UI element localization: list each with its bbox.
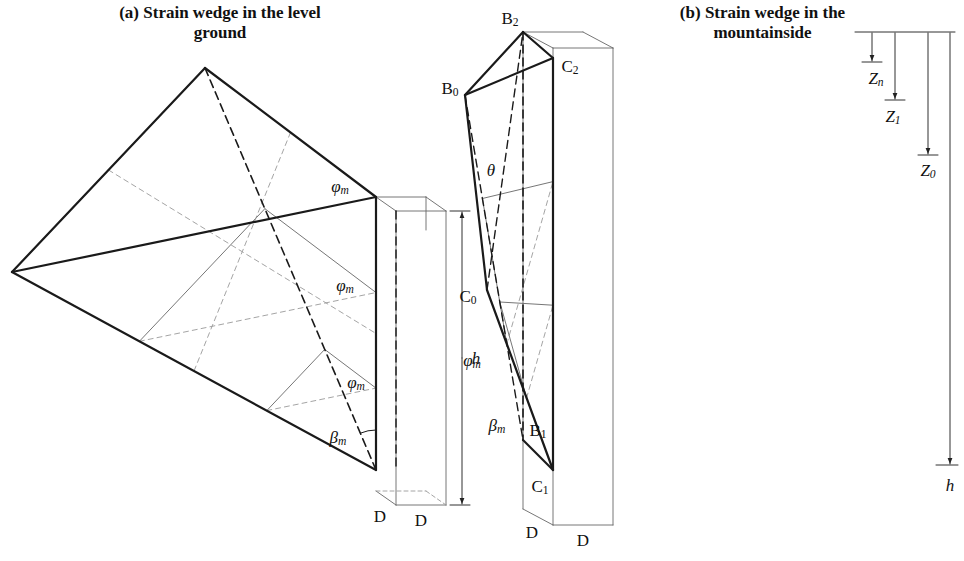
pile-outline	[376, 197, 426, 198]
wedge-line	[465, 95, 487, 290]
point-label: θ	[486, 161, 496, 180]
section-hidden-line	[527, 305, 553, 398]
dimension-tick	[918, 155, 938, 156]
subscript: 0	[930, 168, 936, 181]
panel-title: (b) Strain wedge in the mountainside	[650, 3, 875, 44]
angle-arc	[360, 430, 376, 433]
pile-outline	[376, 491, 396, 505]
dimension-label: Z1	[884, 107, 901, 126]
pile-outline	[396, 505, 446, 506]
subscript: 1	[543, 484, 549, 497]
panel-title: (a) Strain wedge in the level ground	[115, 3, 325, 44]
dimension-line	[872, 33, 873, 61]
subscript: m	[497, 423, 505, 436]
point-label: φm	[335, 276, 355, 295]
wedge-line	[523, 440, 553, 470]
pile-outline	[426, 197, 446, 211]
dimension-label: h	[945, 476, 956, 495]
wedge-line	[487, 290, 553, 470]
wedge-line	[12, 272, 376, 470]
pile-hidden-edge	[376, 491, 426, 492]
dimension-line	[950, 33, 951, 464]
wedge-line	[465, 32, 523, 95]
dimension-label: D	[576, 531, 590, 550]
wedge-line	[12, 68, 205, 272]
dimension-label: D	[525, 523, 539, 542]
wedge-hidden-edge	[465, 95, 523, 440]
subscript: 2	[573, 64, 579, 77]
dimension-label: D	[414, 511, 428, 530]
pile-hidden-edge	[426, 491, 446, 505]
wedge-line	[465, 58, 553, 95]
dimension-tick	[936, 465, 958, 466]
section-line	[500, 302, 553, 305]
wedge-hidden-edge	[205, 68, 376, 470]
dimension-tick	[862, 62, 882, 63]
subscript: 0	[453, 86, 459, 99]
wedge-line	[552, 58, 554, 470]
point-label: B1	[528, 421, 547, 440]
pile-outline	[553, 48, 554, 525]
point-label: φm	[462, 351, 482, 370]
section-line	[265, 209, 376, 293]
dimension-label: Zn	[867, 69, 884, 88]
section-line	[482, 182, 553, 199]
pile-outline	[523, 32, 583, 33]
point-label: C1	[530, 477, 549, 496]
pile-outline	[553, 525, 613, 526]
section-line	[482, 199, 506, 345]
wedge-line	[375, 197, 377, 470]
point-label: C0	[458, 287, 477, 306]
wedge-line	[523, 32, 553, 58]
pile-outline	[426, 197, 427, 230]
point-label: βm	[329, 428, 348, 447]
pile-outline	[446, 211, 447, 505]
dimension-tick	[885, 100, 905, 101]
subscript: m	[357, 380, 365, 393]
section-hidden-line	[507, 182, 553, 344]
dimension-tick	[855, 32, 955, 33]
dimension-line	[895, 33, 896, 99]
point-label: φm	[346, 373, 366, 392]
dimension-tick	[450, 211, 470, 212]
section-line	[267, 349, 325, 410]
wedge-line	[205, 68, 376, 197]
pile-outline	[523, 32, 524, 509]
point-label: βm	[488, 416, 507, 435]
pile-outline	[613, 48, 614, 525]
dimension-tick	[450, 505, 470, 506]
pile-outline	[583, 32, 613, 48]
section-hidden-line	[194, 133, 291, 372]
point-label: φm	[330, 177, 350, 196]
section-hidden-line	[139, 293, 376, 342]
pile-outline	[376, 197, 396, 211]
subscript: 1	[895, 114, 901, 127]
point-label: B2	[500, 9, 519, 28]
subscript: m	[338, 435, 346, 448]
point-label: C2	[560, 57, 579, 76]
pile-outline	[396, 211, 446, 212]
subscript: m	[346, 283, 354, 296]
pile-outline	[396, 211, 397, 505]
subscript: 1	[541, 428, 547, 441]
dimension-label: D	[373, 507, 387, 526]
pile-outline	[553, 48, 613, 49]
subscript: 2	[513, 16, 519, 29]
point-label: B0	[440, 79, 459, 98]
subscript: m	[473, 358, 481, 371]
section-line	[139, 209, 264, 342]
dimension-label: Z0	[919, 161, 936, 180]
wedge-hidden-edge	[522, 32, 524, 440]
wedge-line	[12, 197, 376, 272]
dimension-line	[462, 212, 463, 358]
dimension-line	[928, 33, 929, 154]
wedge-hidden-edge	[395, 211, 396, 470]
dimension-line	[462, 358, 463, 504]
subscript: 0	[471, 294, 477, 307]
subscript: m	[341, 184, 349, 197]
subscript: n	[878, 76, 884, 89]
